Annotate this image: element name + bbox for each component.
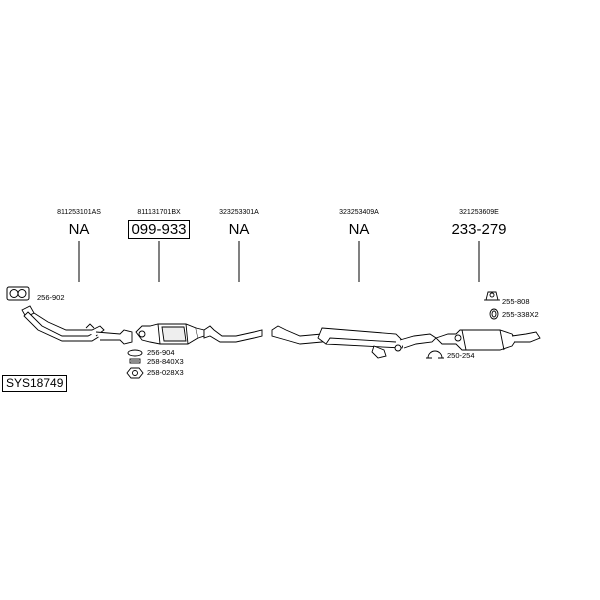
part-number-middle-pipe[interactable]: NA: [228, 221, 250, 238]
rear-clamp-label[interactable]: 250-254: [447, 351, 475, 360]
cat-nut-label[interactable]: 258-028X3: [147, 368, 184, 377]
middle-pipe-icon: [203, 325, 263, 343]
part-number-rear-silencer[interactable]: 233-279: [451, 221, 507, 238]
oe-number-center-silencer: 323253409A: [339, 209, 379, 216]
front-pipe-icon: [21, 305, 133, 345]
gasket-front-icon: [6, 286, 30, 301]
oe-number-middle-pipe: 323253301A: [219, 209, 259, 216]
rubber-ring-icon: [489, 308, 499, 320]
cat-gasket-label[interactable]: 256-904: [147, 348, 175, 357]
bolt-icon: [129, 358, 141, 364]
nut-icon: [126, 367, 144, 379]
part-number-front-pipe[interactable]: NA: [68, 221, 90, 238]
cat-gasket-icon: [127, 349, 143, 357]
gasket-front-label[interactable]: 256-902: [37, 293, 65, 302]
clamp-icon: [426, 350, 444, 359]
oe-number-catalyst: 811131701BX: [137, 209, 181, 216]
rear-hanger-1-label[interactable]: 255-808: [502, 297, 530, 306]
cat-bolt-label[interactable]: 258-840X3: [147, 357, 184, 366]
rear-hanger-2-label[interactable]: 255-338X2: [502, 310, 539, 319]
part-number-catalyst[interactable]: 099-933: [128, 220, 190, 239]
part-number-catalyst-wrap[interactable]: 099-933: [114, 220, 204, 239]
rear-silencer-icon: [435, 329, 541, 351]
center-silencer-icon: [271, 325, 437, 359]
rear-hanger-icon: [484, 291, 500, 301]
catalytic-converter-icon: [135, 323, 205, 345]
system-code: SYS18749: [2, 375, 68, 392]
oe-number-rear-silencer: 321253609E: [459, 209, 499, 216]
oe-number-front-pipe: 811253101AS: [57, 209, 101, 216]
part-number-center-silencer[interactable]: NA: [348, 221, 370, 238]
